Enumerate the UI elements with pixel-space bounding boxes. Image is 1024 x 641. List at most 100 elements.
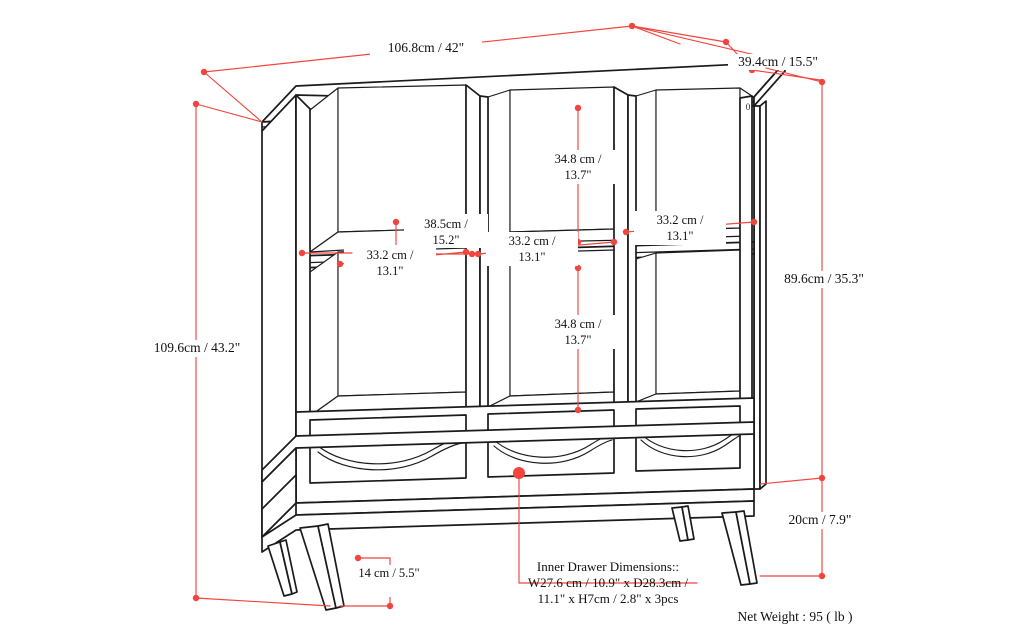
leg-front-left [299,523,345,611]
dim-cubby-width-left-upper [298,249,353,257]
dim-cubby-width-right-dot-a [622,228,630,236]
dim-overall-width-dot-left [200,68,208,76]
cubby-uc-left-inner-wall [487,89,511,244]
dim-overall-depth-label: 39.4cm / 15.5" [738,54,818,69]
cubby-ul-back-panel [337,84,467,233]
note-inner-drawer-dimensions: Inner Drawer Dimensions:: W27.6 cm / 10.… [513,467,698,606]
dim-cubby-height-lower: 34.8 cm / 13.7" [531,264,627,414]
dim-cubby-height-upper-dot-top [574,104,582,112]
net-weight-label: Net Weight : 95 ( lb ) [738,609,853,624]
dim-cubby-height-lower-label-line2: 13.7" [565,333,592,347]
dim-overall-height: 109.6cm / 43.2" [140,100,331,607]
dim-overall-height-ext-bottom [195,597,331,607]
leg-front-right-side [735,510,758,585]
dim-cubby-height-lower-dot-top [574,264,582,272]
dim-cubby-width-center-label-line1: 33.2 cm / [509,234,556,248]
dim-cabinet-height-dot-top [818,78,826,86]
dim-base-height-dot-bottom [818,572,826,580]
dim-overall-width-label: 106.8cm / 42" [388,40,464,55]
dim-leg-height-label-line1: 14 cm / 5.5" [358,566,419,580]
dim-leg-height-dot-top [354,554,362,562]
dim-cubby-width-right-dot-b [750,218,758,226]
drawer-right-panel [635,405,741,472]
dim-overall-width-line-right [631,25,681,45]
dim-cubby-width-right-label-bg [634,211,726,245]
base-apron-left-side [261,474,297,538]
dim-leg-height: 14 cm / 5.5" [339,554,426,610]
dim-cubby-height-lower-label-bg [531,315,627,349]
right-side-panel-edge [759,100,767,490]
drawer-front-center[interactable] [487,409,615,478]
cubby-lr-left-inner-wall [635,252,657,403]
note-inner-drawer-line1: Inner Drawer Dimensions:: [537,559,679,574]
dim-overall-height-dot-top [192,100,200,108]
cubby-ul-left-inner-wall [309,87,339,253]
right-side-panel-face [753,105,761,490]
note-inner-drawer-line3: 11.1" x H7cm / 2.8" x 3pcs [538,591,679,606]
dim-leg-height-dot-bottom [386,602,394,610]
cubby-ll-left-inner-wall [309,251,339,417]
dim-base-height-label: 20cm / 7.9" [789,512,852,527]
dim-cubby-height-upper-label-line2: 13.7" [565,168,592,182]
dim-cubby-depth-dot-b [468,250,476,258]
dim-cubby-depth-label-bg [404,214,488,248]
dim-overall-depth-leader-a [631,25,727,43]
leg-rear-left [267,539,298,597]
dim-cabinet-height-ext-top [765,67,823,83]
dim-cubby-height-lower-label-line1: 34.8 cm / [555,317,602,331]
dim-overall-width: 106.8cm / 42" [200,22,786,123]
dim-leg-height-label-bg [352,565,426,597]
drawer-front-left[interactable] [309,414,467,484]
dim-cubby-height-lower-dot-bottom [574,406,582,414]
drawer-left-panel [309,414,467,484]
cubby-lc-left-inner-wall [487,252,511,408]
dim-overall-depth-label-bg [728,54,828,70]
note-inner-drawer-line2: W27.6 cm / 10.9" x D28.3cm / [528,575,689,590]
dim-cubby-depth-label-line2: 15.2" [433,233,460,247]
dim-cubby-width-left-label-line2: 13.1" [377,264,404,278]
dim-cubby-width-center-dot-b [610,238,618,246]
dim-cubby-width-right-label-line2: 13.1" [667,229,694,243]
dim-cubby-height-upper-label-bg [531,150,627,184]
cubby-lower-right [635,249,753,403]
leg-rear-right [671,505,695,542]
dim-cubby-width-left-upper-dot [298,249,306,257]
product-illustration: 0 [261,61,786,611]
divider-stile-right-front [613,86,629,419]
dim-cubby-width-left: 33.2 cm / 13.1" [336,245,470,279]
dim-overall-height-dot-bottom [192,594,200,602]
dim-cubby-width-center-label-line2: 13.1" [519,250,546,264]
drawer-front-right[interactable] [635,405,741,472]
dim-overall-height-label-bg [140,340,256,357]
dim-cubby-width-right-label-line1: 33.2 cm / [657,213,704,227]
cubby-lr-back-panel [655,249,741,395]
drawer-center-panel [487,409,615,478]
dim-cubby-height-upper: 34.8 cm / 13.7" [531,104,627,246]
dim-overall-height-ext-top [195,103,263,123]
dimension-annotations: 106.8cm / 42" 39.4cm / 15.5" 109.6cm / 4… [140,22,880,624]
leg-rear-left-side [279,539,298,595]
dim-cubby-width-right: 33.2 cm / 13.1" [622,211,758,245]
corner-hardware-mark: 0 [746,102,751,112]
drawer-left-handle-cutout-inner [317,442,463,471]
dim-cubby-depth: 38.5cm / 15.2" [392,214,488,258]
dim-cubby-height-upper-label-line1: 34.8 cm / [555,152,602,166]
dim-cubby-width-left-label-bg [344,245,436,279]
dim-overall-width-label-bg [370,40,482,56]
dim-cabinet-height-label: 89.6cm / 35.3" [784,271,864,286]
dim-cubby-width-center: 33.2 cm / 13.1" [474,232,618,266]
dim-overall-height-label: 109.6cm / 43.2" [154,340,241,355]
dim-overall-depth-dot-a [722,38,730,46]
drawer-right-handle-cutout-inner [640,435,740,458]
dim-cubby-width-center-label-bg [486,232,578,266]
dim-cubby-depth-dot-a [392,218,400,226]
dim-cabinet-height-label-bg [768,271,880,288]
dim-cubby-width-left-dot-b [462,248,470,256]
dim-overall-width-ext-left [203,71,263,123]
drawer-center-handle-cutout-inner [493,439,613,464]
cubby-ur-back-panel [655,87,741,232]
dim-cubby-width-center-dot-a [474,250,482,258]
dim-cubby-depth-label-line1: 38.5cm / [424,217,468,231]
